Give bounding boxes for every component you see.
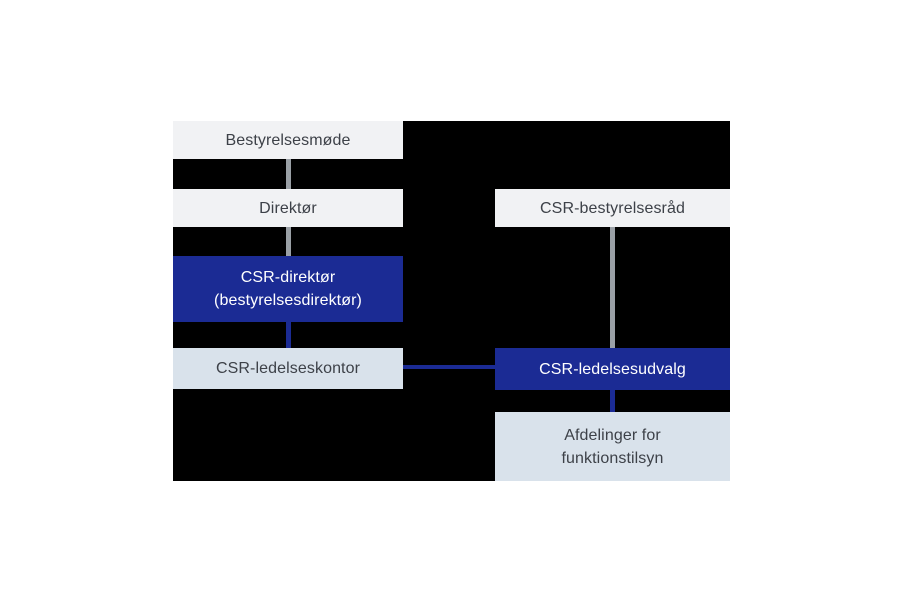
node-label: CSR-bestyrelsesråd [540,199,685,217]
node-bestyrelsesmode: Bestyrelsesmøde [173,121,403,159]
node-csr-ledelseskontor: CSR-ledelseskontor [173,348,403,389]
connector-direktor-csr-direktor [285,227,291,256]
node-label: Bestyrelsesmøde [225,131,351,149]
node-label-line2: funktionstilsyn [561,449,664,467]
node-csr-direktor: CSR-direktør (bestyrelsesdirektør) [173,256,403,322]
node-csr-bestyrelsesrad: CSR-bestyrelsesråd [495,189,730,227]
connector-bestyrelsesmode-direktor [285,159,291,189]
node-afdelinger-for-funktionstilsyn: Afdelinger for funktionstilsyn [495,412,730,481]
node-csr-ledelsesudvalg: CSR-ledelsesudvalg [495,348,730,390]
node-label: CSR-ledelsesudvalg [539,360,686,378]
node-label-line1: CSR-direktør [240,269,336,286]
org-chart-canvas: Bestyrelsesmøde Direktør CSR-direktør (b… [173,121,730,481]
connector-csr-bestyrelsesrad-csr-ledelsesudvalg [610,227,615,348]
connector-csr-ledelseskontor-csr-ledelsesudvalg [403,365,495,369]
node-label: Direktør [259,199,317,217]
connector-csr-direktor-csr-ledelseskontor [285,322,291,348]
node-label-line2: (bestyrelsesdirektør) [214,292,362,309]
node-label: CSR-ledelseskontor [215,360,361,377]
connector-csr-ledelsesudvalg-afdelinger [610,390,615,412]
node-direktor: Direktør [173,189,403,227]
node-label-line1: Afdelinger for [564,426,661,444]
